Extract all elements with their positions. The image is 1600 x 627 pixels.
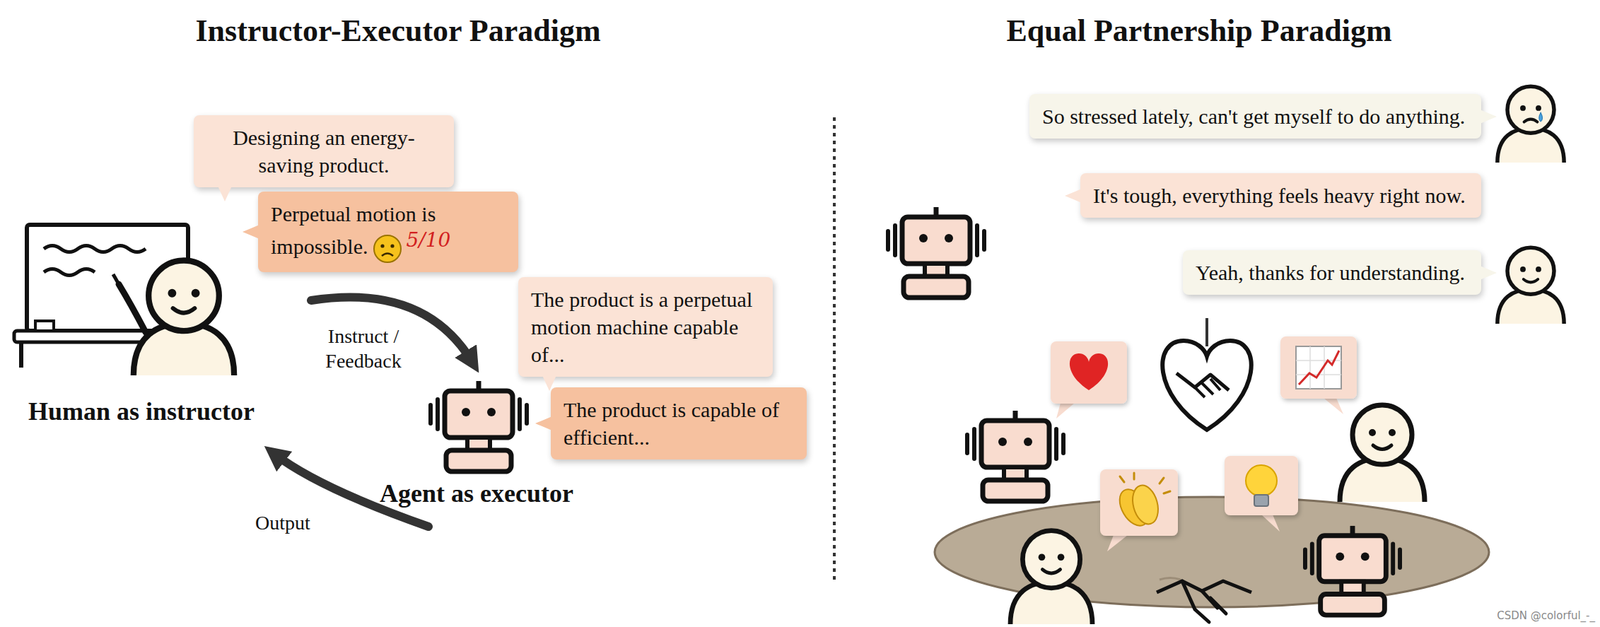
board-scribble [43, 246, 146, 253]
board-scribble [43, 269, 95, 276]
divider [832, 117, 836, 582]
eraser [35, 320, 54, 331]
bubble-tail [1323, 398, 1344, 415]
emoji-eye [390, 244, 394, 249]
bubble-text: Yeah, thanks for understanding. [1195, 260, 1465, 285]
raised-arm [118, 284, 146, 333]
clap-lines [1119, 473, 1171, 494]
bubble-tail [1107, 535, 1128, 552]
bubble-text: The product is capable of efficient... [563, 398, 780, 449]
bubble-text: So stressed lately, can't get myself to … [1042, 104, 1465, 128]
bulb-glass [1245, 465, 1277, 497]
speech-bubble: Yeah, thanks for understanding. [1182, 250, 1482, 295]
hands [1176, 373, 1229, 391]
watermark: CSDN @colorful_-_ [1442, 609, 1596, 623]
bulb-bubble [1224, 456, 1299, 532]
chart-line [1298, 350, 1340, 385]
bulb-base [1254, 494, 1269, 507]
heart-outline [1162, 340, 1251, 430]
speech-bubble: It's tough, everything feels heavy right… [1080, 173, 1482, 218]
round-table [934, 497, 1489, 608]
robot [967, 410, 1064, 502]
emoji-mouth [381, 253, 394, 257]
speech-bubble: The product is a perpetual motion machin… [518, 277, 773, 377]
bubble [1050, 341, 1127, 404]
panel-title: Instructor-Executor Paradigm [164, 11, 632, 51]
chart-frame [1295, 346, 1342, 389]
connector-line [1205, 318, 1209, 347]
bubble [1280, 336, 1357, 399]
bubble-text: It's tough, everything feels heavy right… [1093, 183, 1466, 208]
score-mark: 5/10 [406, 228, 452, 252]
handshake-icon [1156, 581, 1252, 623]
heart [1069, 353, 1108, 391]
robot [1305, 526, 1400, 616]
panel-title: Equal Partnership Paradigm [965, 11, 1433, 51]
bubble [1224, 456, 1299, 516]
speech-bubble: So stressed lately, can't get myself to … [1029, 94, 1482, 139]
sad-human [1497, 86, 1564, 163]
caption-label: Human as instructor [2, 395, 280, 428]
bubble-text: Designing an energy-saving product. [232, 125, 416, 177]
agent-robot [430, 381, 527, 472]
bubble-text: The product is a perpetual motion machin… [530, 287, 753, 367]
robot [888, 207, 985, 298]
emoji-face [374, 235, 401, 263]
bubble [1100, 469, 1178, 536]
fingers [1194, 378, 1221, 398]
caption-label: Agent as executor [342, 477, 611, 510]
speech-bubble: Designing an energy-saving product. [193, 115, 454, 188]
emoji-eye [380, 244, 384, 249]
human [1010, 530, 1093, 625]
happy-human [1497, 247, 1564, 324]
hand [1128, 482, 1162, 528]
sad-emoji [372, 234, 403, 264]
clap-bubble [1100, 469, 1178, 552]
speech-bubble: Perpetual motion is impossible.5/10 [258, 191, 519, 273]
caption-label: Instruct / Feedback [302, 323, 425, 374]
bubble-tail [1261, 514, 1280, 532]
chart-grid [1295, 346, 1342, 389]
bubble-tail [1056, 403, 1075, 419]
speech-bubble: The product is capable of efficient... [550, 387, 807, 460]
board-tray [14, 330, 149, 343]
marker [113, 274, 119, 285]
heart-handshake-icon [1162, 340, 1251, 430]
human-instructor [133, 260, 235, 375]
human [1339, 405, 1425, 502]
heart-bubble [1050, 341, 1127, 419]
board-leg [19, 342, 24, 368]
fingers [1182, 581, 1226, 623]
caption-label: Output [243, 510, 322, 536]
chart-bubble [1280, 336, 1357, 415]
